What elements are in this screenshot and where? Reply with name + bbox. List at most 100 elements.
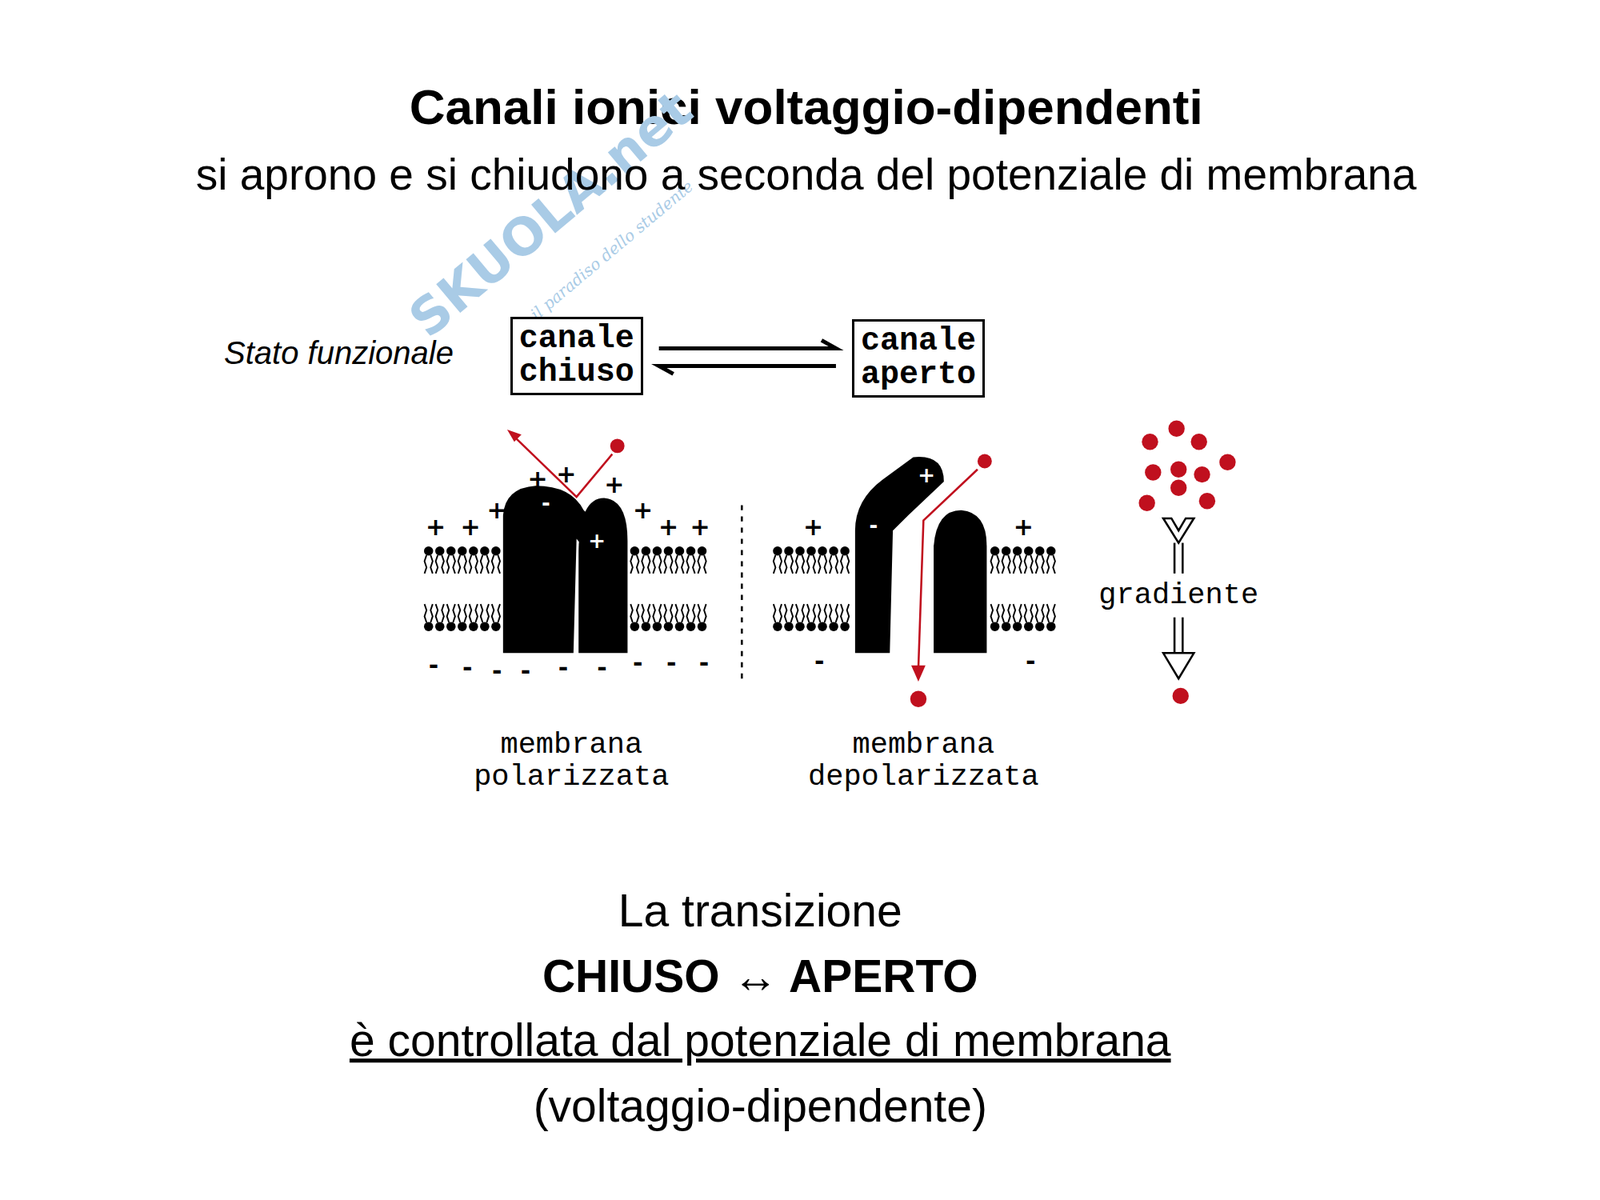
- lipid-tail: [1002, 555, 1011, 574]
- lipid-tail: [818, 555, 827, 574]
- lipid-tail: [641, 604, 650, 623]
- lipid-tail: [991, 555, 1000, 574]
- lipid-tail: [664, 604, 672, 623]
- lipid-tail: [1036, 555, 1044, 574]
- lipid-tail: [1002, 604, 1011, 623]
- charge-sign: -: [541, 492, 551, 514]
- lipid-tail: [447, 555, 456, 574]
- lipid-head: [1001, 621, 1011, 631]
- equilibrium-arrow: [659, 340, 836, 374]
- lipid-head: [784, 546, 793, 556]
- lipid-tail: [652, 604, 661, 623]
- state-text: canale aperto: [860, 324, 976, 392]
- ion-path: [512, 434, 612, 497]
- lipid-tail: [424, 555, 433, 574]
- lipid-head: [480, 621, 489, 631]
- lipid-head: [697, 621, 707, 631]
- lipid-head: [828, 546, 838, 556]
- lipid-tail: [807, 604, 816, 623]
- lipid-tail: [436, 604, 444, 623]
- lipid-head: [1001, 546, 1011, 556]
- lipid-tail: [686, 604, 695, 623]
- lipid-head: [491, 546, 500, 556]
- charge-sign: -: [462, 656, 472, 680]
- charge-sign: +: [425, 515, 446, 540]
- charge-sign: -: [1025, 649, 1036, 674]
- lipid-tail: [469, 555, 478, 574]
- lipid-head: [446, 621, 456, 631]
- lipid-tail: [773, 555, 782, 574]
- lipid-head: [795, 546, 804, 556]
- lipid-head: [772, 621, 782, 631]
- charge-sign: -: [666, 651, 676, 676]
- lipid-head: [1046, 621, 1056, 631]
- lipid-head: [468, 621, 478, 631]
- charge-sign: -: [699, 651, 709, 676]
- lipid-tail: [796, 604, 804, 623]
- lipid-head: [1012, 546, 1022, 556]
- lipid-tail: [807, 555, 816, 574]
- charge-sign: -: [428, 653, 439, 678]
- lipid-tail: [784, 555, 793, 574]
- lipid-tail: [1013, 604, 1022, 623]
- lipid-head: [457, 546, 467, 556]
- lipid-head: [1046, 546, 1056, 556]
- charge-sign: +: [689, 515, 710, 540]
- state-text: canale chiuso: [519, 322, 635, 390]
- lipid-tail: [424, 604, 433, 623]
- lipid-tail: [469, 604, 478, 623]
- lipid-tail: [773, 604, 782, 623]
- lipid-head: [990, 546, 1000, 556]
- lipid-head: [840, 546, 849, 556]
- charge-sign: -: [520, 659, 531, 684]
- lipid-tail: [697, 604, 706, 623]
- lipid-tail: [492, 555, 500, 574]
- channel-gate-subunit: [855, 456, 944, 653]
- forward-arrow: [659, 340, 836, 348]
- charge-sign: -: [596, 656, 607, 680]
- ion: [977, 454, 992, 469]
- channel-subunit: [933, 510, 987, 654]
- lipid-tail: [829, 604, 838, 623]
- lipid-tail: [840, 604, 849, 623]
- lipid-head: [424, 546, 433, 556]
- lipid-tail: [1047, 555, 1056, 574]
- lipid-head: [806, 546, 816, 556]
- lipid-tail: [675, 555, 684, 574]
- state-box: canale aperto: [852, 319, 985, 398]
- lipid-head: [686, 546, 696, 556]
- subtitle: si aprono e si chiudono a seconda del po…: [196, 150, 1417, 201]
- lipid-tail: [492, 604, 500, 623]
- title: Canali ionici voltaggio-dipendenti: [409, 78, 1204, 136]
- lipid-tail: [458, 555, 467, 574]
- lipid-head: [1024, 546, 1033, 556]
- lipid-tail: [480, 555, 489, 574]
- lipid-tail: [458, 604, 467, 623]
- gradient-label: gradiente: [1098, 577, 1259, 612]
- lipid-head: [840, 621, 849, 631]
- lipid-tail: [1036, 604, 1044, 623]
- lipid-tail: [675, 604, 684, 623]
- lipid-head: [1024, 621, 1033, 631]
- charge-sign: +: [556, 462, 576, 487]
- arrowhead: [507, 429, 522, 442]
- lipid-head: [675, 546, 684, 556]
- lipid-head: [480, 546, 489, 556]
- ion: [910, 691, 927, 708]
- caption-line: (voltaggio-dipendente): [533, 1080, 988, 1133]
- lipid-head: [435, 621, 444, 631]
- charge-sign: -: [558, 656, 568, 680]
- lipid-tail: [818, 604, 827, 623]
- charge-sign: +: [658, 515, 679, 540]
- lipid-head: [652, 546, 662, 556]
- lipid-tail: [829, 555, 838, 574]
- lipid-tail: [697, 555, 706, 574]
- caption-line: La transizione: [618, 884, 903, 938]
- membrane-label: membrana depolarizzata: [808, 728, 1040, 794]
- lipid-head: [784, 621, 793, 631]
- lipid-head: [828, 621, 838, 631]
- lipid-head: [424, 621, 433, 631]
- lipid-tail: [436, 555, 444, 574]
- lipid-head: [675, 621, 684, 631]
